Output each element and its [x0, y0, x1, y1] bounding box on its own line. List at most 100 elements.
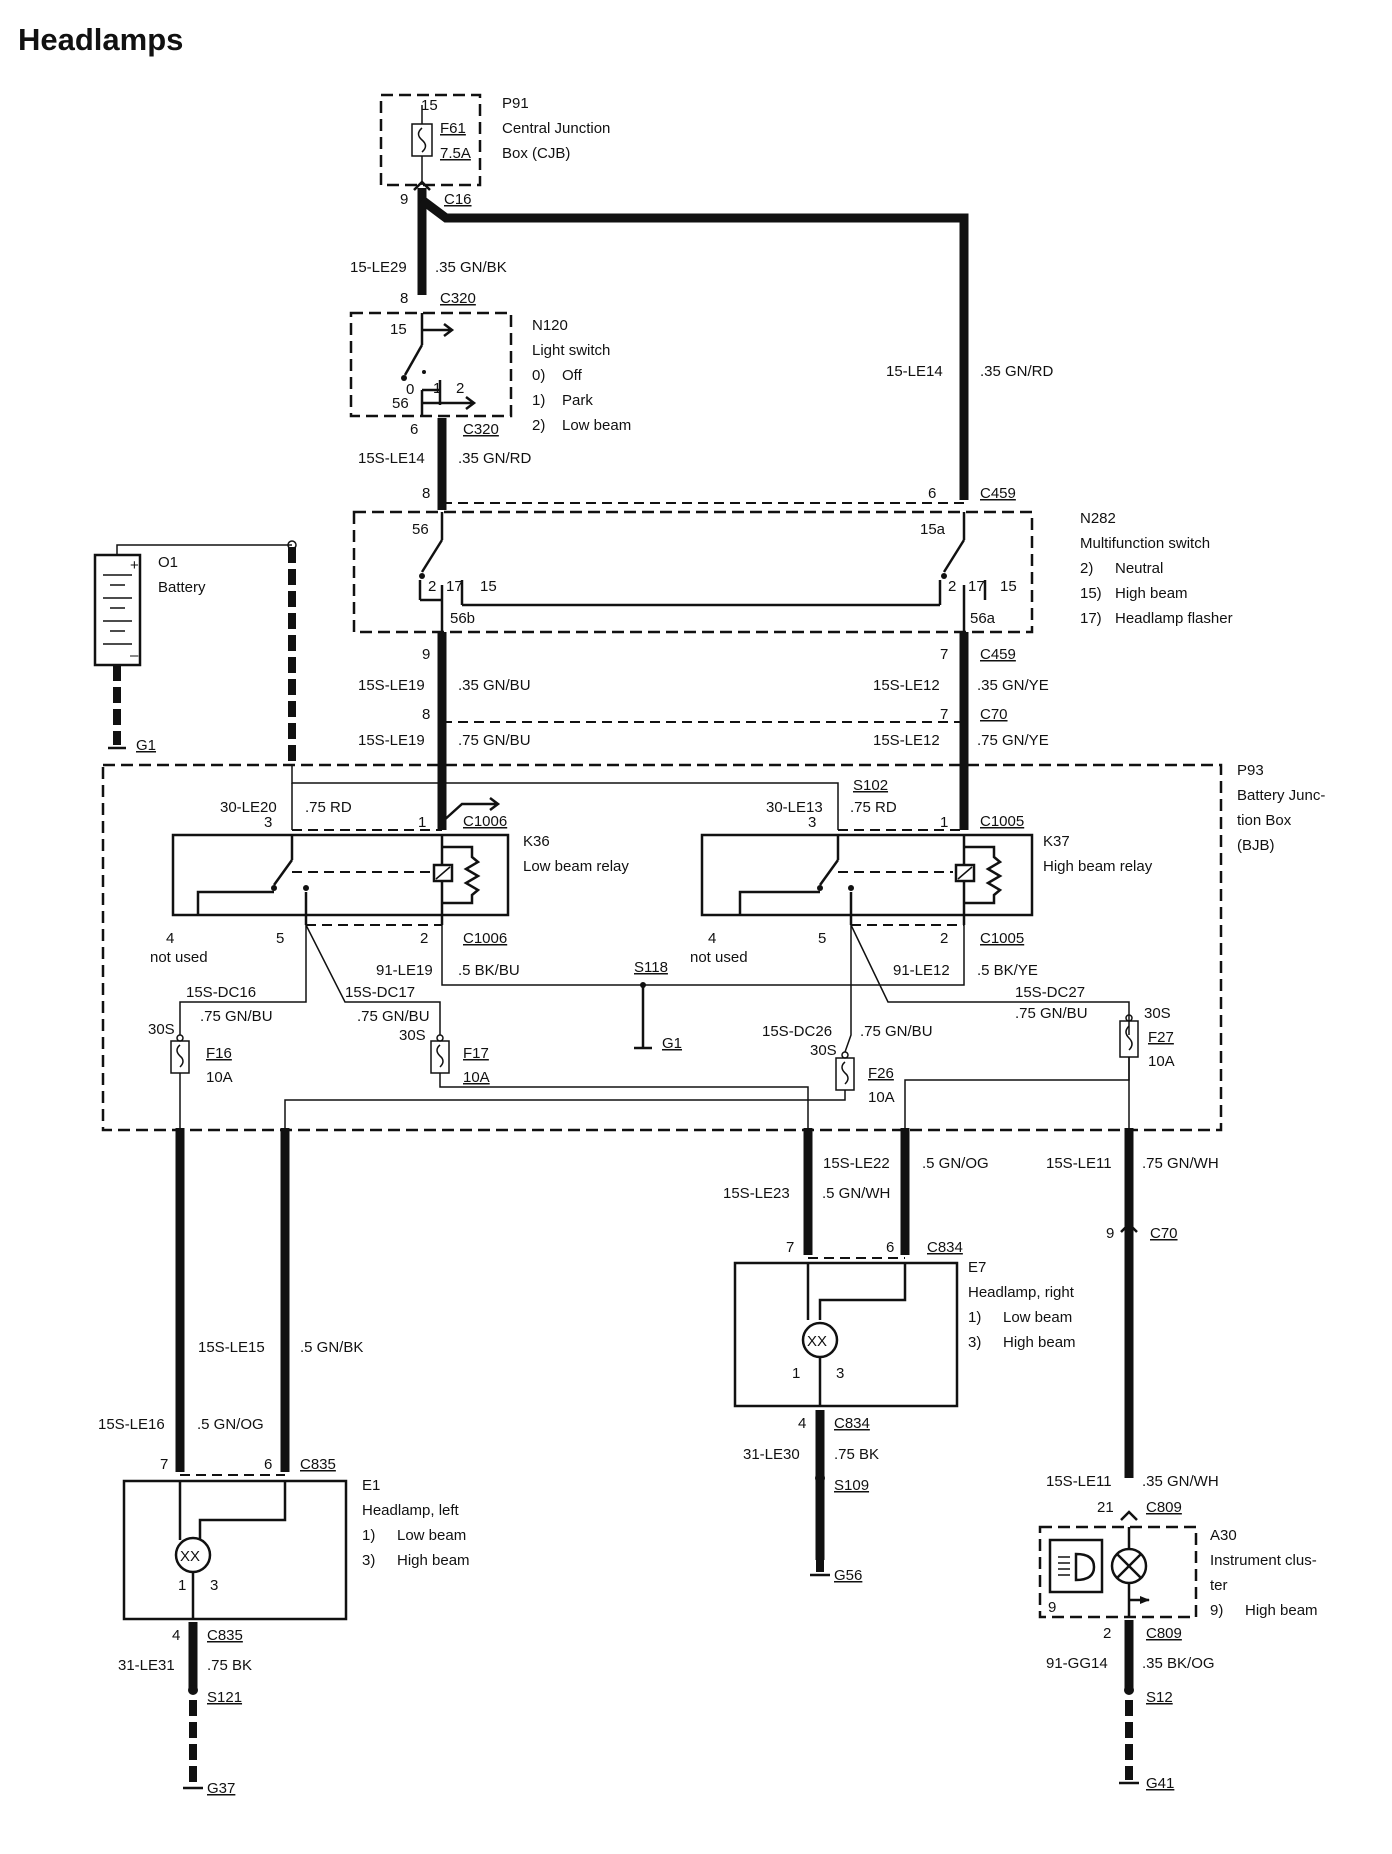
- wire-15s-le23-id: 15S-LE23: [723, 1185, 790, 1202]
- f27-ref: F27: [1148, 1029, 1174, 1046]
- n282-pin56b: 56b: [450, 610, 475, 627]
- n120-pos-b: 1): [532, 392, 545, 409]
- p91-pin: 15: [421, 97, 438, 114]
- pin-c459b-right: 7: [940, 646, 948, 663]
- pin-c834-6: 6: [886, 1239, 894, 1256]
- conn-c809a: C809: [1146, 1499, 1182, 1516]
- f26-rating: 10A: [868, 1089, 895, 1106]
- n120-desc-c: Low beam: [562, 417, 631, 434]
- p93-bjb: [101, 763, 1223, 1132]
- conn-c16: C16: [444, 191, 472, 208]
- a30-pin9: 9: [1048, 1599, 1056, 1616]
- p91-cjb: 15 F61 7.5A P91 Central Junction Box (CJ…: [379, 93, 610, 187]
- e1-pin1: 1: [178, 1577, 186, 1594]
- e1-ref: E1: [362, 1477, 380, 1494]
- k36-name: Low beam relay: [523, 858, 629, 875]
- k37-pin3: 3: [808, 814, 816, 831]
- fuse-f26: 30S F26 10A: [810, 1042, 895, 1106]
- conn-c809b: C809: [1146, 1625, 1182, 1642]
- wire-91-gg14-id: 91-GG14: [1046, 1655, 1108, 1672]
- n120-desc-b: Park: [562, 392, 593, 409]
- splice-s12: S12: [1146, 1689, 1173, 1706]
- battery-minus: –: [130, 647, 139, 664]
- wire-31-le30-spec: .75 BK: [834, 1446, 879, 1463]
- f61-rating: 7.5A: [440, 145, 471, 162]
- e1-desc-a: Low beam: [397, 1527, 466, 1544]
- a30-instrument-cluster: 9 A30 Instrument clus- ter 9) High beam: [1038, 1525, 1318, 1619]
- wire-31-le31-spec: .75 BK: [207, 1657, 252, 1674]
- n282-l-pin2: 2: [428, 578, 436, 595]
- wire-15s-le22-spec: .5 GN/OG: [922, 1155, 989, 1172]
- e1-headlamp-left: 7 6 C835 XX 1 3 E1 Headlamp, left 1) Low…: [122, 1456, 470, 1621]
- k36-pin3: 3: [264, 814, 272, 831]
- k36-pin4: 4: [166, 930, 174, 947]
- n282-l-pin15: 15: [480, 578, 497, 595]
- n120-name: Light switch: [532, 342, 610, 359]
- wire-91-gg14-spec: .35 BK/OG: [1142, 1655, 1215, 1672]
- n282-ref: N282: [1080, 510, 1116, 527]
- wire-15s-le11-a-spec: .75 GN/WH: [1142, 1155, 1219, 1172]
- conn-c834a: C834: [927, 1239, 963, 1256]
- n282-r-pin2: 2: [948, 578, 956, 595]
- e7-desc-b: High beam: [1003, 1334, 1076, 1351]
- p91-name-2: Box (CJB): [502, 145, 570, 162]
- f17-pin: 30S: [399, 1027, 426, 1044]
- wire-15s-dc26-id: 15S-DC26: [762, 1023, 832, 1040]
- wire-15s-dc17-spec: .75 GN/BU: [357, 1008, 430, 1025]
- n282-name: Multifunction switch: [1080, 535, 1210, 552]
- high-beam-indicator-icon: [1058, 1552, 1096, 1582]
- e1-desc-b: High beam: [397, 1552, 470, 1569]
- f16-ref: F16: [206, 1045, 232, 1062]
- k37-high-beam-relay: 3 1 C1005 K37 High beam relay 4 not used…: [690, 813, 1153, 966]
- wire-15-le29-spec: .35 GN/BK: [435, 259, 507, 276]
- wire-30-le20-id: 30-LE20: [220, 799, 277, 816]
- wire-91-le12-id: 91-LE12: [893, 962, 950, 979]
- splice-s118: S118: [634, 959, 668, 976]
- f16-rating: 10A: [206, 1069, 233, 1086]
- p91-ref: P91: [502, 95, 529, 112]
- n282-l-pin17: 17: [446, 578, 463, 595]
- e1-name: Headlamp, left: [362, 1502, 460, 1519]
- wire-15s-le14-spec: .35 GN/RD: [458, 450, 532, 467]
- k37-pin5: 5: [818, 930, 826, 947]
- a30-pos: 9): [1210, 1602, 1223, 1619]
- splice-s109: S109: [834, 1477, 869, 1494]
- p93-name-2: tion Box: [1237, 812, 1292, 829]
- f26-pin: 30S: [810, 1042, 837, 1059]
- conn-c1005b: C1005: [980, 930, 1024, 947]
- pin-c320b: 6: [410, 421, 418, 438]
- e7-bulb-icon: XX: [807, 1333, 827, 1350]
- pin-c459a-left: 8: [422, 485, 430, 502]
- fuse-f17: 30S F17 10A: [399, 1027, 490, 1086]
- wire-15s-le11-b-id: 15S-LE11: [1046, 1473, 1112, 1490]
- n282-desc-a: Neutral: [1115, 560, 1163, 577]
- n120-pos1: 1: [433, 380, 441, 397]
- n282-desc-c: Headlamp flasher: [1115, 610, 1233, 627]
- conn-c70a: C70: [980, 706, 1008, 723]
- ground-g1b: G1: [662, 1035, 682, 1052]
- wire-15s-le16-id: 15S-LE16: [98, 1416, 165, 1433]
- k37-ref: K37: [1043, 833, 1070, 850]
- wire-15s-le19-a-spec: .35 GN/BU: [458, 677, 531, 694]
- e1-pos-a: 1): [362, 1527, 375, 1544]
- f27-rating: 10A: [1148, 1053, 1175, 1070]
- pin-c809-21: 21: [1097, 1499, 1114, 1516]
- wire-15s-le12-b-spec: .75 GN/YE: [977, 732, 1049, 749]
- f27-pin: 30S: [1144, 1005, 1171, 1022]
- e7-pin3: 3: [836, 1365, 844, 1382]
- conn-c1006b: C1006: [463, 930, 507, 947]
- k37-pin2: 2: [940, 930, 948, 947]
- a30-ref: A30: [1210, 1527, 1237, 1544]
- p93-name-3: (BJB): [1237, 837, 1275, 854]
- pin-c459a-right: 6: [928, 485, 936, 502]
- wire-15s-le16-spec: .5 GN/OG: [197, 1416, 264, 1433]
- n120-pos-a: 0): [532, 367, 545, 384]
- n282-pos-a: 2): [1080, 560, 1093, 577]
- wire-30-le13-id: 30-LE13: [766, 799, 823, 816]
- wire-15-le29-id: 15-LE29: [350, 259, 407, 276]
- n120-pos-c: 2): [532, 417, 545, 434]
- splice-s102: S102: [853, 777, 888, 794]
- page-title: Headlamps: [18, 22, 183, 57]
- a30-name-2: ter: [1210, 1577, 1228, 1594]
- wire-15s-dc16-id: 15S-DC16: [186, 984, 256, 1001]
